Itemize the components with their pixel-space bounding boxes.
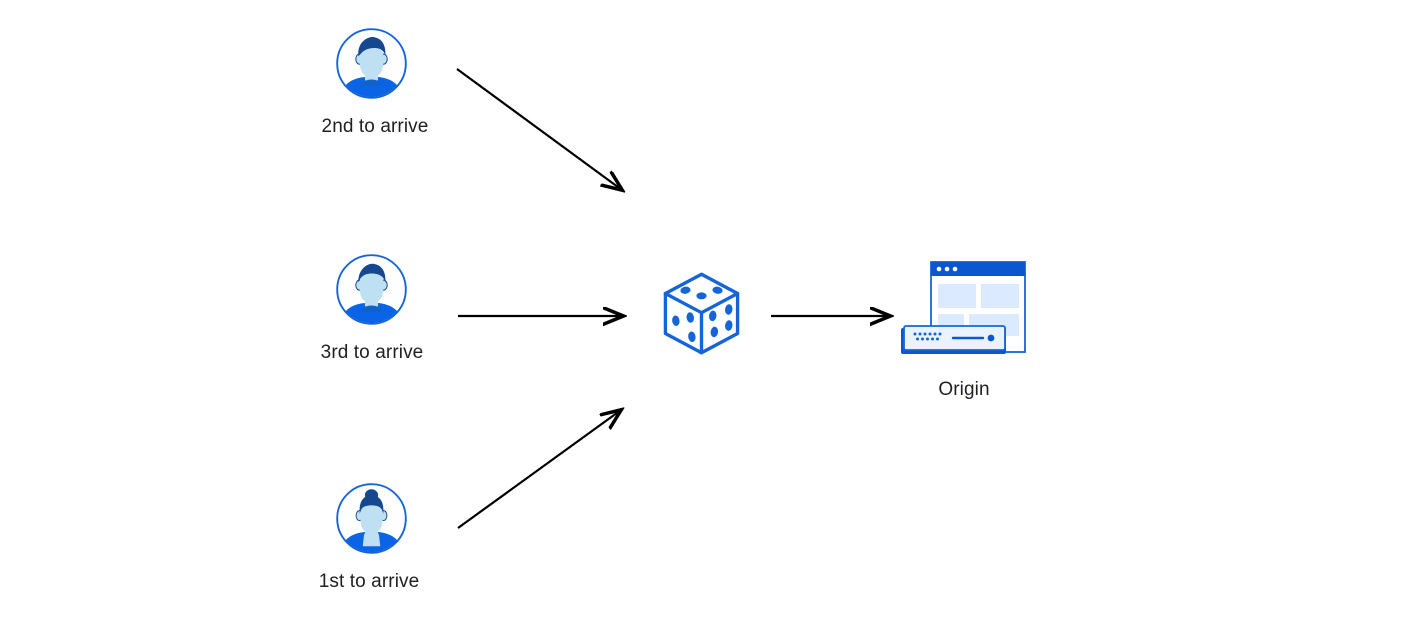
- node-randomizer: [661, 271, 742, 356]
- node-client-2nd: [335, 27, 408, 100]
- arrow-2nd-to-dice: [456, 68, 622, 190]
- node-client-3rd: [335, 253, 408, 326]
- dice-icon: [663, 272, 740, 355]
- avatar-male-icon: [336, 28, 407, 99]
- arrow-1st-to-dice: [457, 410, 621, 529]
- node-label-client-3rd: 3rd to arrive: [320, 342, 424, 363]
- node-label-client-1st: 1st to arrive: [318, 571, 420, 592]
- server-appliance-icon: [901, 325, 1006, 354]
- origin-server-icon: [901, 261, 1026, 354]
- avatar-female-icon: [336, 483, 407, 554]
- node-client-1st: [335, 482, 408, 555]
- node-origin: [893, 258, 1035, 366]
- avatar-male-icon: [336, 254, 407, 325]
- node-label-origin: Origin: [938, 379, 990, 400]
- node-label-client-2nd: 2nd to arrive: [321, 116, 429, 137]
